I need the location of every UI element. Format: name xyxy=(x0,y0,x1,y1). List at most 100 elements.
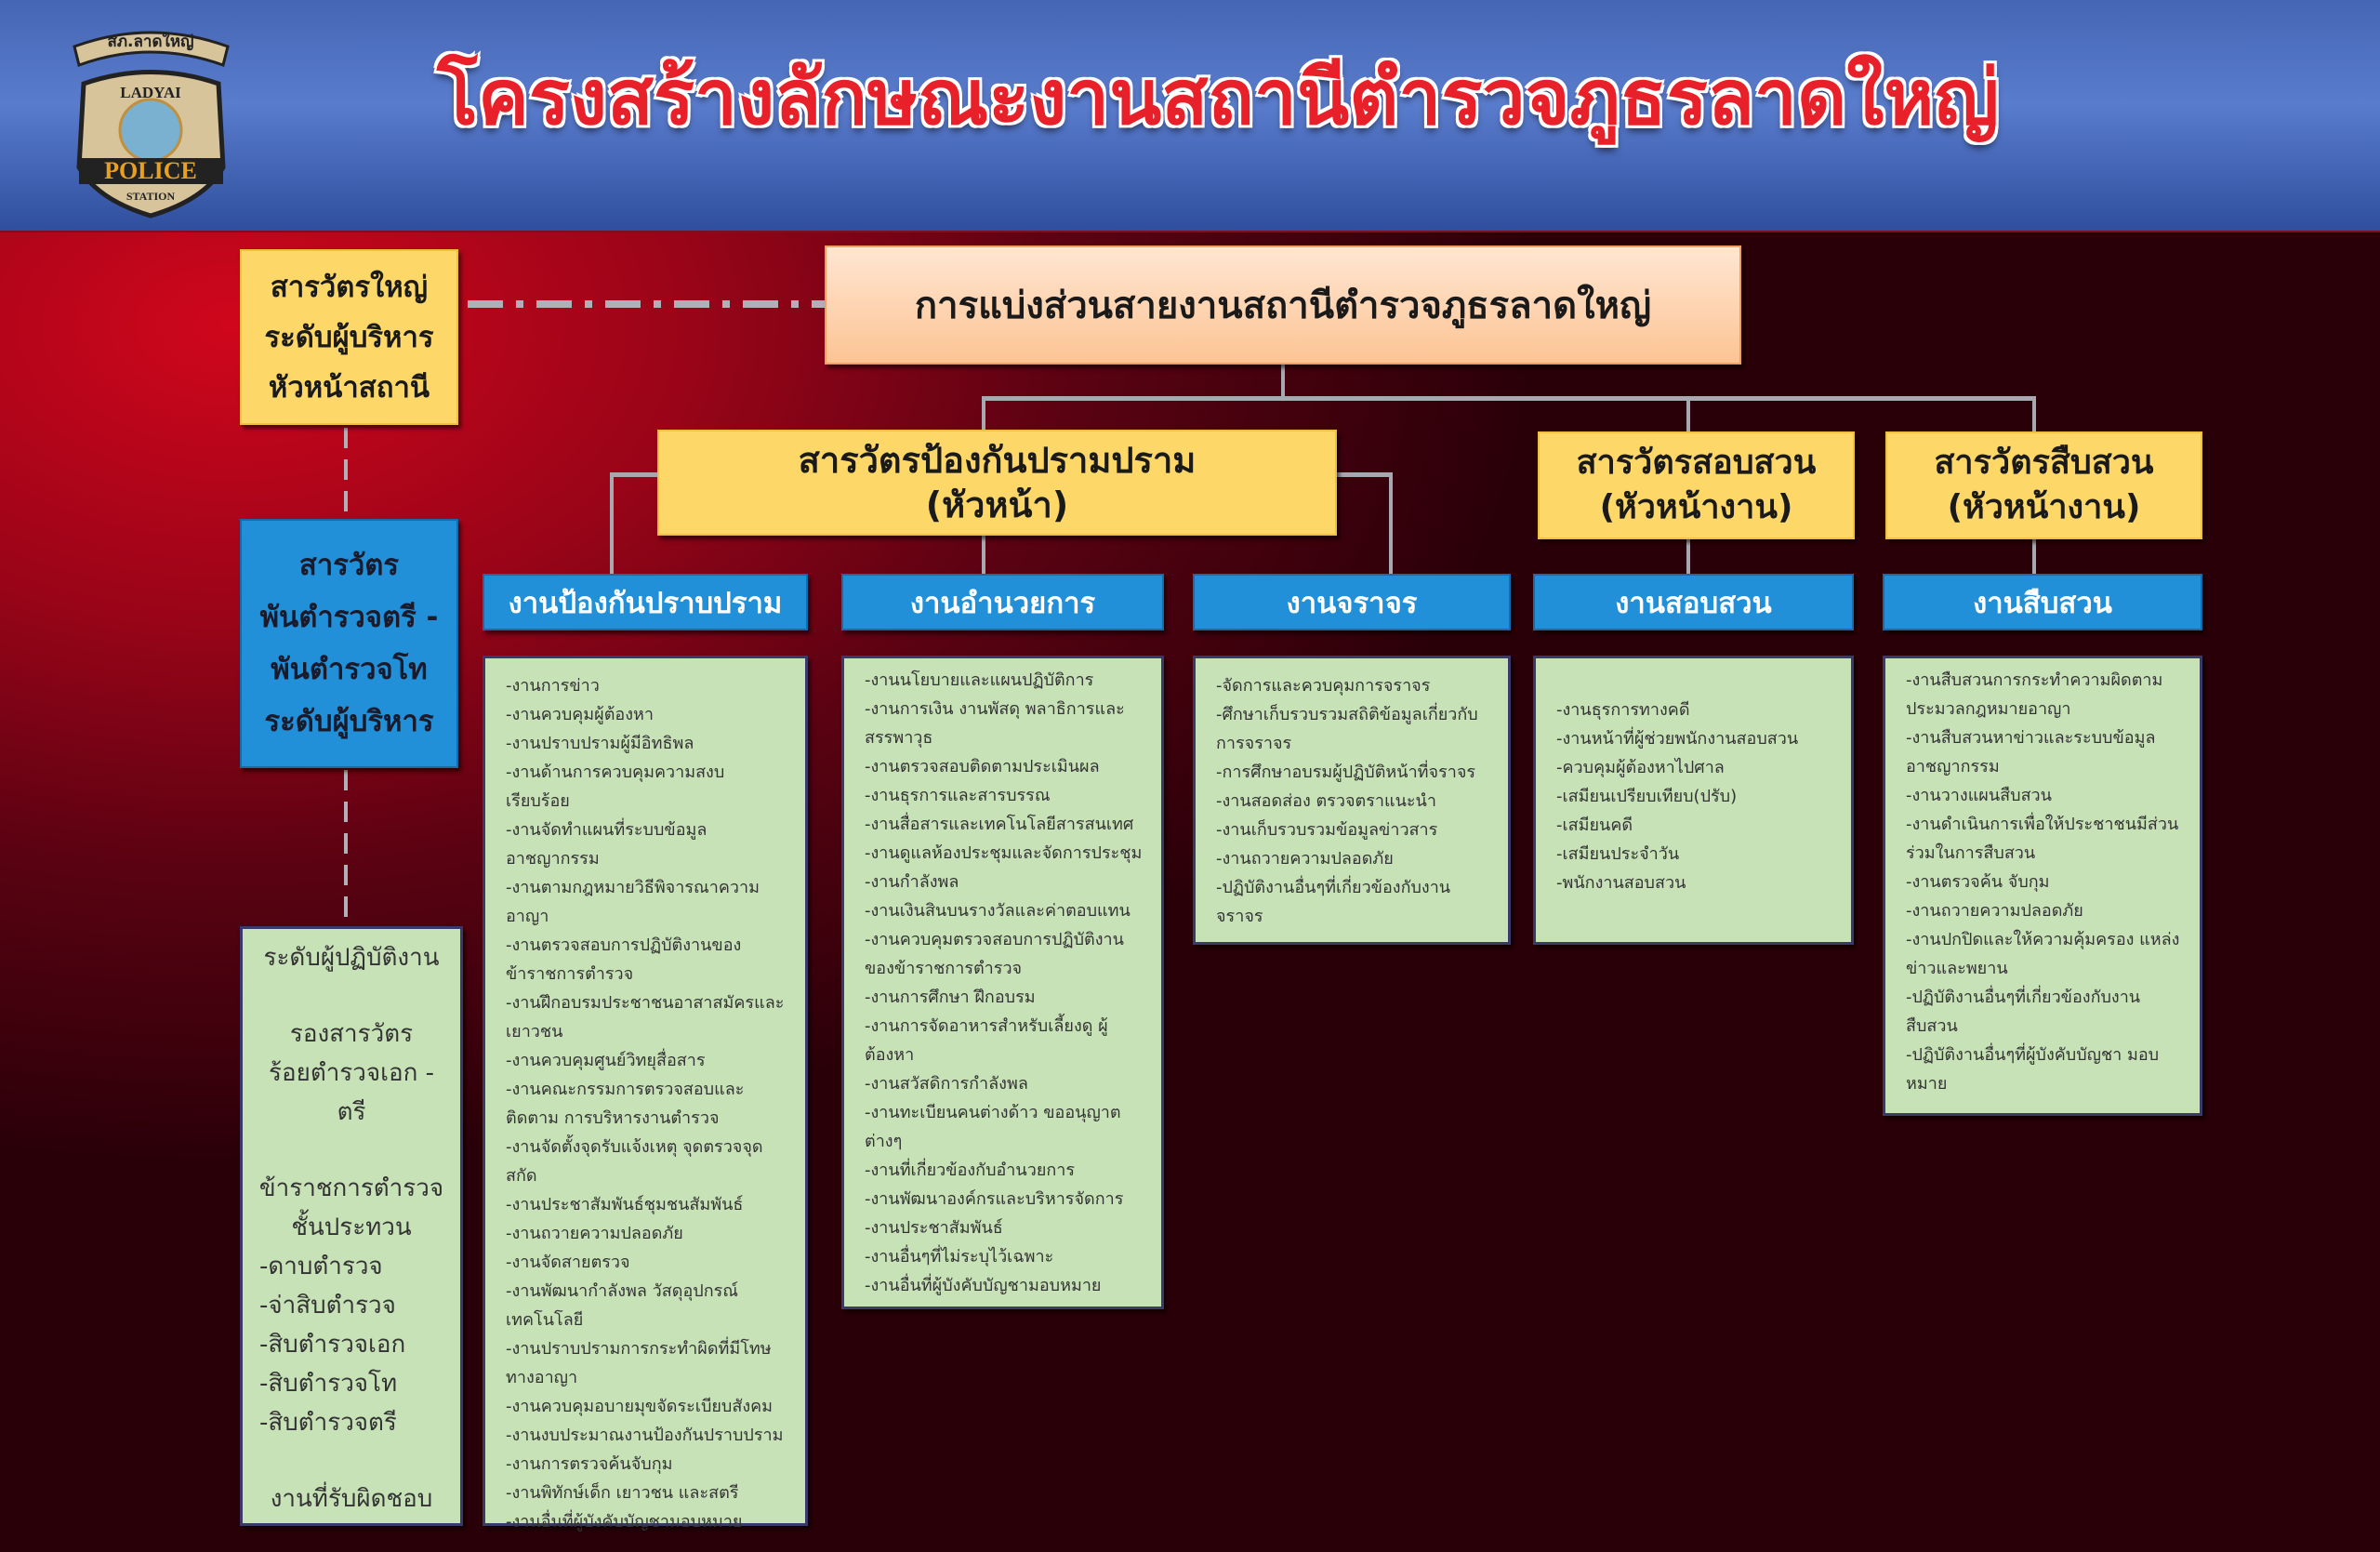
duty-item: -งานสืบสวนหาข่าวและระบบข้อมูล อาชญากรรม xyxy=(1906,728,2156,776)
connector-line xyxy=(982,536,985,575)
duty-item: -งานการข่าว xyxy=(506,676,600,696)
chief-line: ระดับผู้บริหาร xyxy=(264,320,434,354)
department-name: งานป้องกันปราบปราม xyxy=(508,586,783,620)
logo-sub-text: STATION xyxy=(126,190,176,203)
inspector-line: พันตำรวจตรี - xyxy=(259,601,439,634)
department-duties-box: -งานสืบสวนการกระทำความผิดตาม ประมวลกฎหมา… xyxy=(1883,656,2202,1116)
connector-line xyxy=(1686,398,1690,433)
duty-item: -งานการศึกษา ฝึกอบรม xyxy=(865,988,1036,1007)
duty-item: -งานถวายความปลอดภัย xyxy=(1216,849,1394,869)
header-banner: สภ.ลาดใหญ่ LADYAI POLICE STATION โครงสร้… xyxy=(0,0,2380,232)
duty-list: -งานสืบสวนการกระทำความผิดตาม ประมวลกฎหมา… xyxy=(1906,666,2183,1098)
rank-item: -สิบตำรวจเอก xyxy=(259,1331,406,1359)
duty-item: -งานกำลังพล xyxy=(865,872,959,892)
duty-item: -งานประชาสัมพันธ์ชุมชนสัมพันธ์ xyxy=(506,1195,744,1214)
department-name: งานสอบสวน xyxy=(1615,586,1772,620)
duty-item: -งานปกปิดและให้ความคุ้มครอง แหล่งข่าวและ… xyxy=(1906,930,2180,978)
duty-item: -งานจัดทำแผนที่ระบบข้อมูล อาชญากรรม xyxy=(506,820,707,869)
duty-item: -งานปราบปรามการกระทำผิดที่มีโทษ ทางอาญา xyxy=(506,1339,772,1387)
duty-item: -งานธุรการทางคดี xyxy=(1556,700,1690,720)
connector-line xyxy=(1686,539,1690,575)
duty-item: -งานพัฒนากำลังพล วัสดุอุปกรณ์ เทคโนโลยี xyxy=(506,1281,738,1330)
duty-item: -งานการเงิน งานพัสดุ พลาธิการและ สรรพาวุ… xyxy=(865,699,1125,748)
inspector-line: สารวัตร xyxy=(298,549,400,582)
head-title: สารวัตรป้องกันปรามปราม xyxy=(798,440,1197,481)
duty-item: -ศึกษาเก็บรวบรวมสถิติข้อมูลเกี่ยวกับ การ… xyxy=(1216,705,1478,753)
page-title: โครงสร้างลักษณะงานสถานีตำรวจภูธรลาดใหญ่ xyxy=(437,54,2000,142)
head-title: สารวัตรสอบสวน xyxy=(1576,444,1817,482)
connector-line xyxy=(982,398,985,431)
connector-line xyxy=(1389,472,1393,575)
station-division-title: การแบ่งส่วนสายงานสถานีตำรวจภูธรลาดใหญ่ xyxy=(914,285,1652,327)
dashed-connector-upper xyxy=(344,428,348,517)
head-subtitle: (หัวหน้างาน) xyxy=(1599,488,1793,526)
duty-item: -เสมียนประจำวัน xyxy=(1556,844,1680,864)
duty-item: -เสมียนคดี xyxy=(1556,816,1633,835)
duty-item: -งานตรวจค้น จับกุม xyxy=(1906,872,2050,892)
inspector-box: สารวัตร พันตำรวจตรี - พันตำรวจโท ระดับผู… xyxy=(240,519,458,768)
duty-item: -งานทะเบียนคนต่างด้าว ขออนุญาต ต่างๆ xyxy=(865,1103,1121,1151)
duty-item: -งานอื่นๆที่ไม่ระบุไว้เฉพาะ xyxy=(865,1247,1054,1267)
duty-item: -ปฏิบัติงานอื่นๆที่เกี่ยวข้องกับงาน จราจ… xyxy=(1216,878,1451,926)
rank-item: -สิบตำรวจตรี xyxy=(259,1409,397,1437)
police-badge-logo-icon: สภ.ลาดใหญ่ LADYAI POLICE STATION xyxy=(73,31,230,219)
connector-line xyxy=(1337,472,1391,477)
duty-item: -งานตามกฎหมายวิธีพิจารณาความ อาญา xyxy=(506,878,760,926)
department-name: งานอำนวยการ xyxy=(909,586,1096,620)
duty-item: -งานจัดตั้งจุดรับแจ้งเหตุ จุดตรวจจุด สกั… xyxy=(506,1137,763,1186)
duty-item: -งานควบคุมอบายมุขจัดระเบียบสังคม xyxy=(506,1397,774,1416)
head-subtitle: (หัวหน้างาน) xyxy=(1947,488,2141,526)
rank-item: -สิบตำรวจโท xyxy=(259,1370,398,1398)
dashed-connector-lower xyxy=(344,770,348,924)
department-header: งานสอบสวน xyxy=(1533,574,1854,630)
duty-item: -งานที่เกี่ยวข้องกับอำนวยการ xyxy=(865,1161,1076,1180)
duty-item: -งานดูแลห้องประชุมและจัดการประชุม xyxy=(865,843,1143,863)
duty-item: -การศึกษาอบรมผู้ปฏิบัติหน้าที่จราจร xyxy=(1216,763,1476,782)
duty-item: -งานจัดสายตรวจ xyxy=(506,1253,630,1272)
duty-item: -งานหน้าที่ผู้ช่วยพนักงานสอบสวน xyxy=(1556,729,1799,749)
duty-item: -งานพิทักษ์เด็ก เยาวชน และสตรี xyxy=(506,1483,739,1503)
duty-list: -จัดการและควบคุมการจราจร -ศึกษาเก็บรวบรวม… xyxy=(1216,671,1491,931)
duty-item: -งานควบคุมศูนย์วิทยุสื่อสาร xyxy=(506,1051,706,1070)
duty-item: -งานธุรการและสารบรรณ xyxy=(865,786,1051,805)
inspector-line: ระดับผู้บริหาร xyxy=(264,705,434,738)
chief-box: สารวัตรใหญ่ ระดับผู้บริหาร หัวหน้าสถานี xyxy=(240,249,458,425)
duty-item: -จัดการและควบคุมการจราจร xyxy=(1216,676,1431,696)
department-name: งานจราจร xyxy=(1286,586,1418,620)
duty-item: -ปฏิบัติงานอื่นๆที่ผู้บังคับบัญชา มอบหมา… xyxy=(1906,1045,2160,1094)
duty-item: -งานสืบสวนการกระทำความผิดตาม ประมวลกฎหมา… xyxy=(1906,670,2163,719)
deputy-line: ร้อยตำรวจเอก - xyxy=(269,1059,434,1087)
duty-item: -ควบคุมผู้ต้องหาไปศาล xyxy=(1556,758,1725,777)
department-name: งานสืบสวน xyxy=(1973,586,2112,620)
duty-list: -งานนโยบายและแผนปฏิบัติการ -งานการเงิน งา… xyxy=(865,666,1144,1300)
connector-line xyxy=(610,472,614,575)
duty-list: -งานการข่าว-งานควบคุมผู้ต้องหา-งานปราบปร… xyxy=(506,671,788,1536)
duty-list: -งานธุรการทางคดี -งานหน้าที่ผู้ช่วยพนักงา… xyxy=(1556,696,1834,897)
duty-item: -งานนโยบายและแผนปฏิบัติการ xyxy=(865,670,1094,690)
duty-item: -งานการจัดอาหารสำหรับเลี้ยงดู ผู้ต้องหา xyxy=(865,1016,1108,1065)
station-division-box: การแบ่งส่วนสายงานสถานีตำรวจภูธรลาดใหญ่ xyxy=(825,245,1741,365)
duty-item: -งานเก็บรวบรวมข้อมูลข่าวสาร xyxy=(1216,820,1438,840)
duty-item: -งานสื่อสารและเทคโนโลยีสารสนเทศ xyxy=(865,815,1134,834)
head-box-inquiry: สารวัตรสอบสวน (หัวหน้างาน) xyxy=(1538,431,1855,539)
operator-footer: งานที่รับผิดชอบ xyxy=(270,1485,433,1513)
connector-line xyxy=(982,396,2036,401)
duty-item: -พนักงานสอบสวน xyxy=(1556,873,1686,893)
head-subtitle: (หัวหน้า) xyxy=(925,484,1069,525)
head-box-investigation: สารวัตรสืบสวน (หัวหน้างาน) xyxy=(1885,431,2202,539)
duty-item: -งานอื่นที่ผู้บังคับบัญชามอบหมาย xyxy=(865,1276,1102,1295)
head-box-prevention: สารวัตรป้องกันปรามปราม (หัวหน้า) xyxy=(657,430,1337,536)
ncos-heading: ชั้นประทวน xyxy=(291,1214,412,1241)
ncos-heading: ข้าราชการตำรวจ xyxy=(258,1174,444,1202)
duty-item: -งานดำเนินการเพื่อให้ประชาชนมีส่วน ร่วมใ… xyxy=(1906,815,2179,863)
duty-item: -งานถวายความปลอดภัย xyxy=(506,1224,683,1243)
connector-line xyxy=(2032,398,2036,433)
deputy-line: ตรี xyxy=(337,1098,366,1126)
chief-line: หัวหน้าสถานี xyxy=(268,370,430,405)
department-header: งานจราจร xyxy=(1193,574,1511,630)
chief-line: สารวัตรใหญ่ xyxy=(270,270,429,304)
head-title: สารวัตรสืบสวน xyxy=(1934,444,2154,482)
duty-item: -เสมียนเปรียบเทียบ(ปรับ) xyxy=(1556,787,1738,806)
department-duties-box: -งานนโยบายและแผนปฏิบัติการ -งานการเงิน งา… xyxy=(841,656,1164,1309)
department-duties-box: -งานการข่าว-งานควบคุมผู้ต้องหา-งานปราบปร… xyxy=(483,656,808,1532)
